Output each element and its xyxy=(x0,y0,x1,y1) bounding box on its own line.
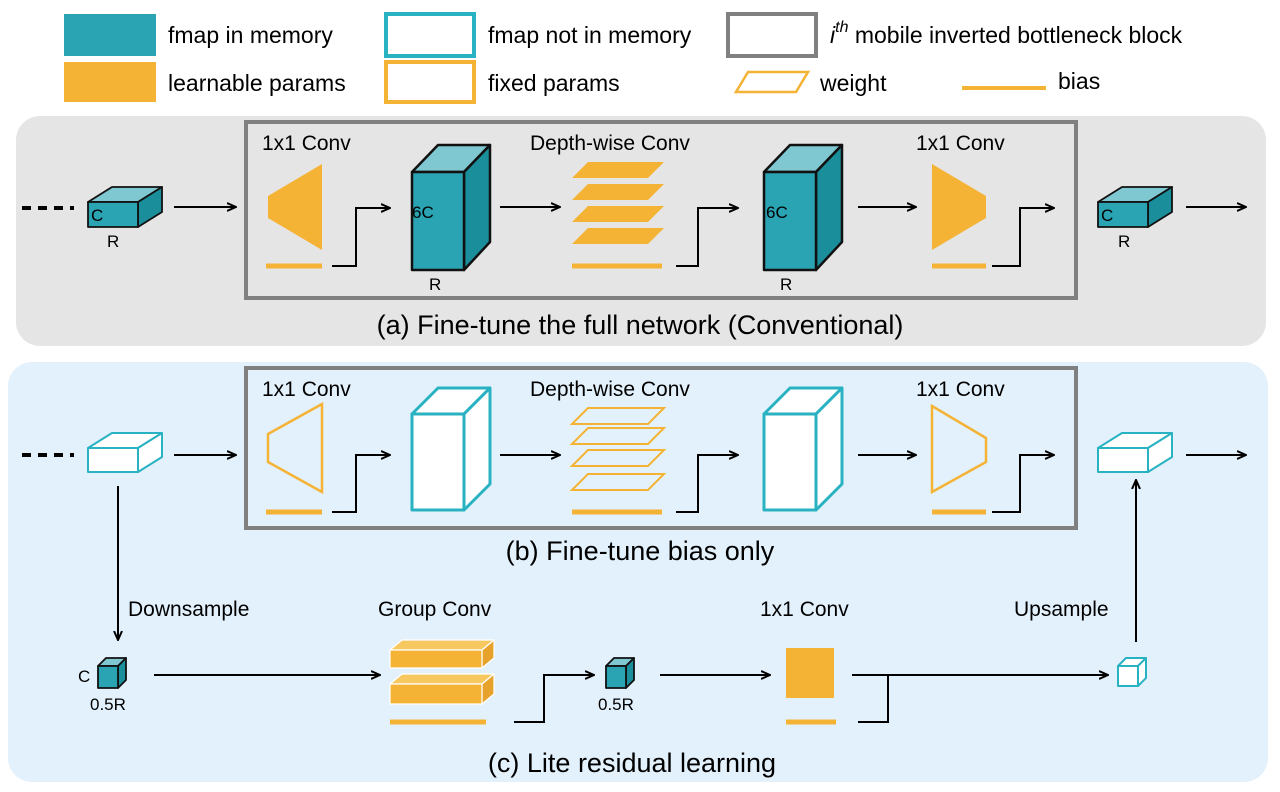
panel-b-expanded-fmap-1 xyxy=(410,386,492,512)
panel-b-dwconv-weights xyxy=(569,407,667,491)
panel-a-input-r-label: R xyxy=(107,232,119,251)
legend-swatch-fmap-not-in-memory xyxy=(384,12,476,58)
panel-c-caption: (c) Lite residual learning xyxy=(488,748,776,778)
panel-b-conv2-weight xyxy=(930,403,988,495)
panel-a-expanded-fmap-1 xyxy=(410,143,492,272)
panel-b-dwconv-label: Depth-wise Conv xyxy=(530,378,690,401)
panel-a-input-c-label: C xyxy=(91,206,103,225)
panel-c-arrow-4-elbow xyxy=(858,675,889,723)
panel-b-arrow-4 xyxy=(676,455,738,513)
panel-a-conv1-weight xyxy=(268,164,322,250)
panel-b-arrow-6 xyxy=(992,455,1054,513)
panel-c-upsample-label: Upsample xyxy=(1014,598,1109,621)
panel-a-arrow-6 xyxy=(992,208,1054,267)
panel-c-mid-fmap xyxy=(605,657,635,689)
legend-fixed-params: fixed params xyxy=(488,70,620,96)
legend: fmap in memory fmap not in memory ith mo… xyxy=(64,12,1183,104)
panel-c-half-r-label-2: 0.5R xyxy=(598,695,634,714)
legend-swatch-block xyxy=(726,12,818,58)
panel-a-output-c-label: C xyxy=(1101,206,1113,225)
panel-a-conv2-weight xyxy=(932,164,986,250)
legend-bias: bias xyxy=(1058,68,1100,94)
panel-a-arrow-2 xyxy=(332,208,390,267)
panel-a-arrow-4 xyxy=(676,208,738,267)
panel-a-conv1-label: 1x1 Conv xyxy=(262,132,351,155)
panel-b-block xyxy=(244,366,1078,530)
panel-a-block xyxy=(244,120,1078,300)
panel-b-output-fmap xyxy=(1097,432,1173,473)
legend-learnable-params: learnable params xyxy=(168,70,346,96)
legend-swatch-learnable-params xyxy=(64,62,156,102)
panel-a-r-label-1: R xyxy=(429,275,441,294)
panel-a-r-label-2: R xyxy=(780,275,792,294)
legend-swatch-fixed-params xyxy=(384,60,476,104)
legend-weight-icon xyxy=(733,70,811,94)
panel-b-conv1-weight xyxy=(266,401,324,495)
panel-b-expanded-fmap-2 xyxy=(762,386,844,512)
panel-c-group-conv-label: Group Conv xyxy=(378,598,492,621)
panel-a: C R 1x1 Conv 6C R Depth-wise Conv xyxy=(16,116,1266,346)
legend-block-label: ith mobile inverted bottleneck block xyxy=(830,19,1183,48)
panel-c-conv-label: 1x1 Conv xyxy=(760,598,849,621)
panel-a-expanded-fmap-2 xyxy=(762,143,844,272)
panel-c-c-label: C xyxy=(78,667,90,686)
panel-b-caption: (b) Fine-tune bias only xyxy=(506,536,775,566)
panel-a-caption: (a) Fine-tune the full network (Conventi… xyxy=(377,310,904,340)
panel-c-downsample-label: Downsample xyxy=(128,598,249,621)
panel-b-conv2-label: 1x1 Conv xyxy=(916,378,1005,401)
panel-a-sixc-label-1: 6C xyxy=(412,203,434,222)
panel-a-dwconv-label: Depth-wise Conv xyxy=(530,132,690,155)
panel-a-sixc-label-2: 6C xyxy=(766,203,788,222)
panel-c-conv-weight xyxy=(786,648,834,698)
legend-weight: weight xyxy=(819,70,887,96)
panel-b-conv1-label: 1x1 Conv xyxy=(262,378,351,401)
panel-a-output-r-label: R xyxy=(1118,232,1130,251)
panel-b-arrow-2 xyxy=(332,455,390,513)
panel-a-input-fmap xyxy=(87,186,163,228)
panel-c-half-r-label-1: 0.5R xyxy=(90,695,126,714)
panel-a-dwconv-weights xyxy=(572,162,664,244)
legend-fmap-in-memory: fmap in memory xyxy=(168,22,333,48)
panel-bc: 1x1 Conv Depth-wise Conv 1x1 Conv xyxy=(8,362,1268,782)
legend-swatch-fmap-in-memory xyxy=(64,14,156,56)
panel-c-arrow-2 xyxy=(514,675,594,723)
panel-c-downsampled-fmap xyxy=(97,657,127,689)
panel-b-input-fmap xyxy=(87,432,163,473)
panel-c-upsampled-fmap xyxy=(1117,657,1147,687)
panel-a-conv2-label: 1x1 Conv xyxy=(916,132,1005,155)
panel-c-group-conv-weights xyxy=(389,639,495,705)
legend-fmap-not-in-memory: fmap not in memory xyxy=(488,22,692,48)
panel-a-output-fmap xyxy=(1097,186,1173,228)
